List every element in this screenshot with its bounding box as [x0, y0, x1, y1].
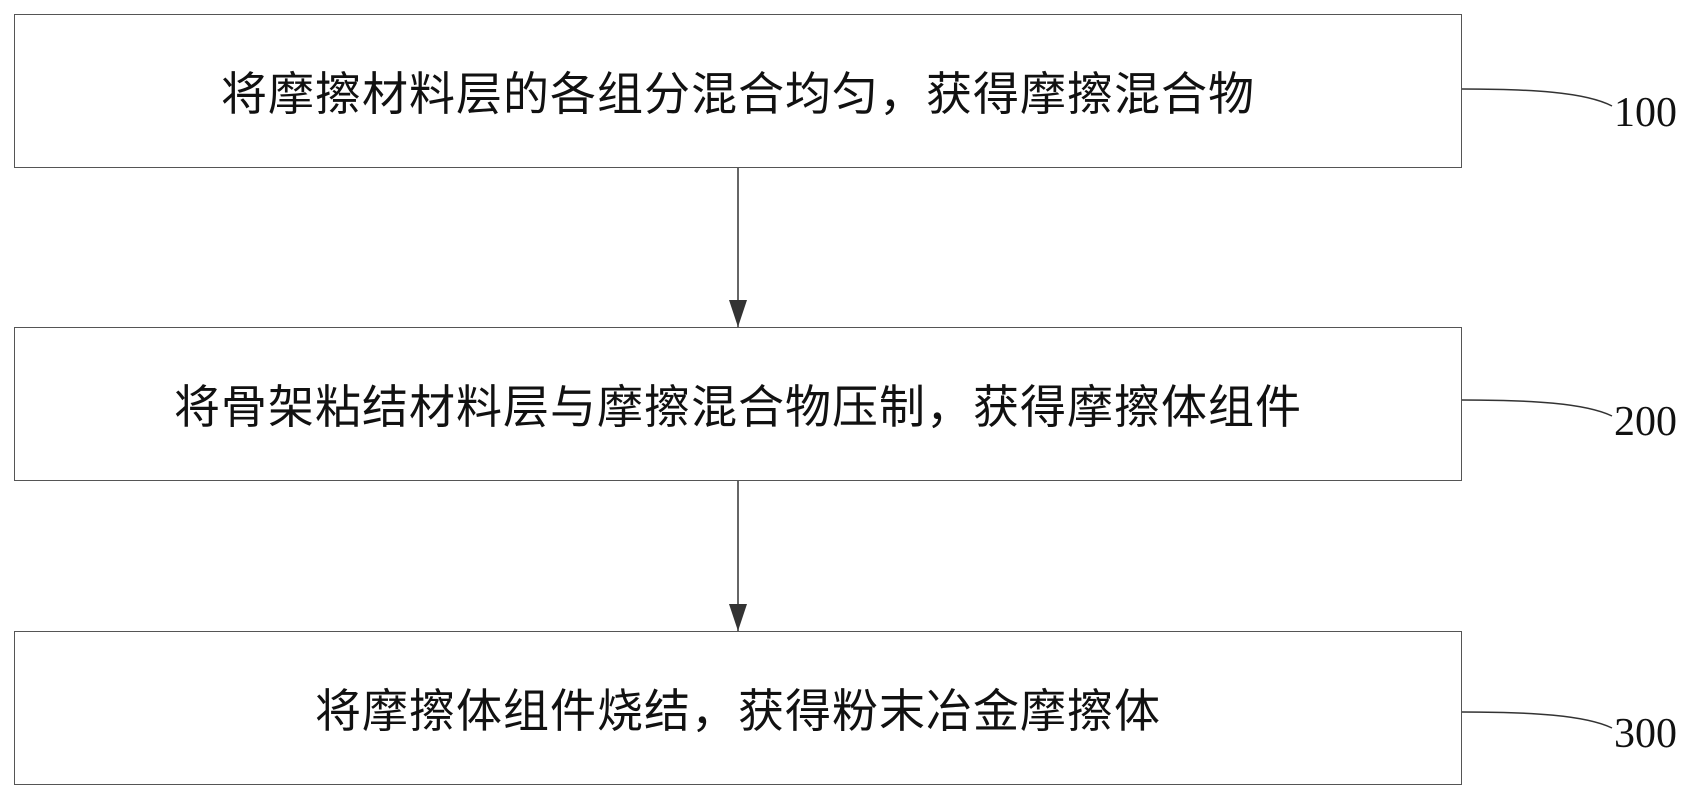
- leader-line-1: [1461, 88, 1613, 107]
- leader-line-2: [1461, 399, 1613, 417]
- step-text-1: 将摩擦材料层的各组分混合均匀，获得摩擦混合物: [221, 67, 1255, 121]
- arrowhead-1: [729, 300, 747, 327]
- ref-label-1: 100: [1614, 90, 1677, 136]
- leader-line-3: [1461, 711, 1613, 729]
- step-box-2: 将骨架粘结材料层与摩擦混合物压制，获得摩擦体组件: [14, 327, 1462, 481]
- step-box-3: 将摩擦体组件烧结，获得粉末冶金摩擦体: [14, 631, 1462, 785]
- arrowhead-2: [729, 604, 747, 631]
- ref-label-3: 300: [1614, 711, 1677, 757]
- step-text-3: 将摩擦体组件烧结，获得粉末冶金摩擦体: [315, 684, 1161, 738]
- step-text-2: 将骨架粘结材料层与摩擦混合物压制，获得摩擦体组件: [174, 380, 1302, 434]
- step-box-1: 将摩擦材料层的各组分混合均匀，获得摩擦混合物: [14, 14, 1462, 168]
- ref-label-2: 200: [1614, 399, 1677, 445]
